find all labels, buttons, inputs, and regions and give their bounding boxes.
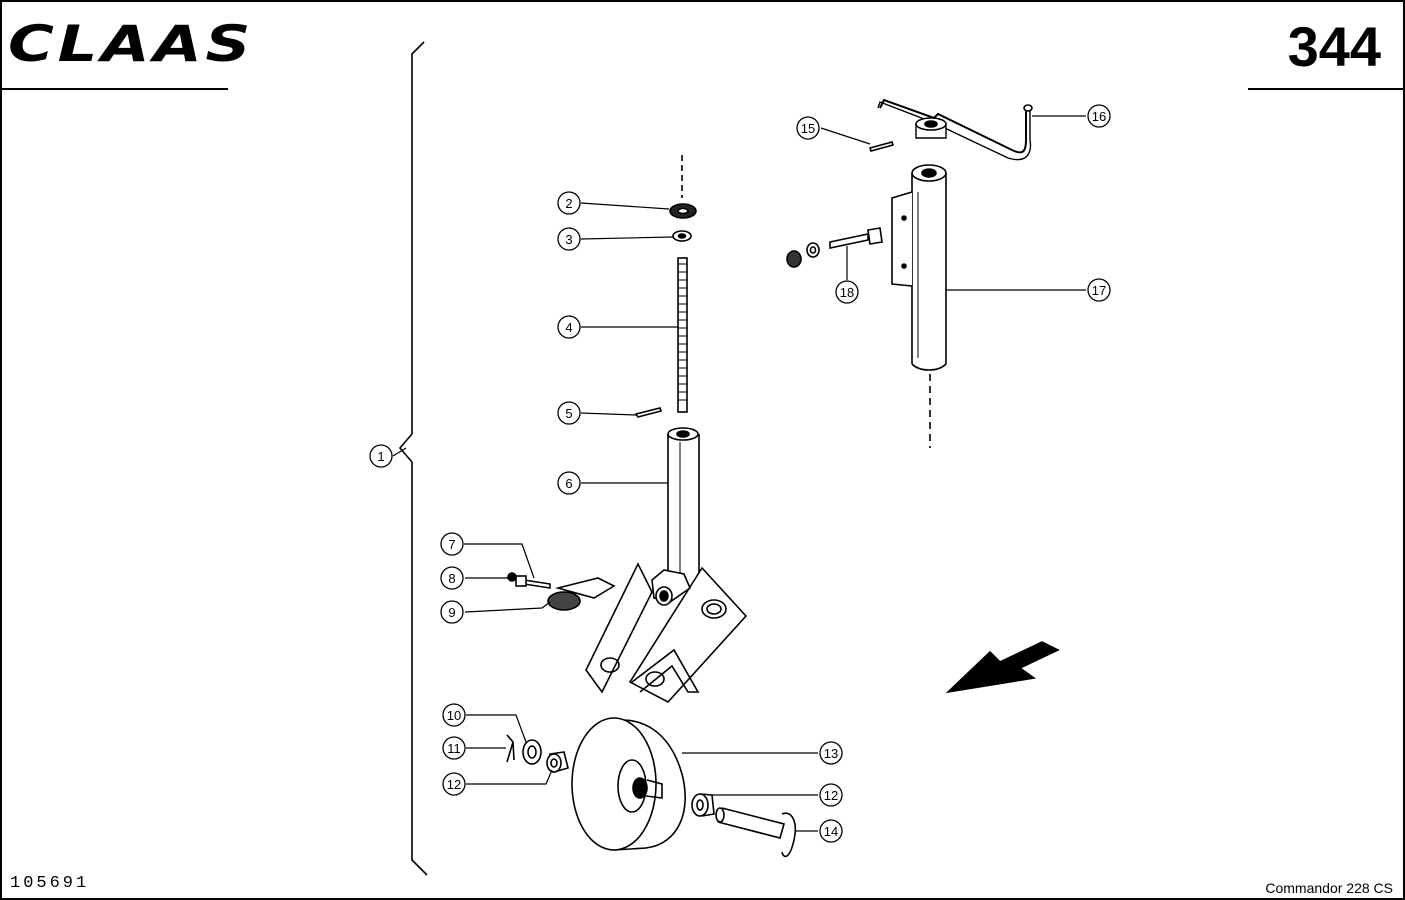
callout: 1 <box>369 444 393 468</box>
diagram-reference-number: 105691 <box>10 874 90 893</box>
callout-number: 16 <box>1092 109 1106 124</box>
header-rule-right <box>1248 88 1403 90</box>
part-fork-bracket <box>585 562 748 703</box>
callout: 4 <box>557 315 581 339</box>
brand-logo: CLAAS <box>8 15 255 73</box>
callout-number: 15 <box>801 121 815 136</box>
part-small-pin <box>868 141 895 152</box>
part-bushing-left <box>546 751 569 774</box>
callout-number: 12 <box>824 788 838 803</box>
page-number: 344 <box>1287 15 1381 78</box>
callout: 5 <box>557 401 581 425</box>
part-spindle <box>677 257 688 413</box>
callout: 6 <box>557 471 581 495</box>
assembly-bracket <box>398 41 428 876</box>
part-wheel <box>571 717 686 851</box>
part-nut <box>669 203 697 219</box>
model-label: Commandor 228 CS <box>1265 880 1393 896</box>
part-small-nut <box>507 572 517 582</box>
callout-number: 2 <box>565 196 572 211</box>
callout: 10 <box>442 703 466 727</box>
callout-number: 14 <box>824 824 838 839</box>
callout-number: 13 <box>824 746 838 761</box>
callout: 15 <box>796 116 820 140</box>
callouts: 1 2 3 4 5 6 7 8 9 10 11 12 12 13 14 15 1… <box>369 104 1111 843</box>
callout: 7 <box>440 532 464 556</box>
part-bolt-assembly <box>786 227 883 268</box>
callout-number: 5 <box>565 406 572 421</box>
callout-number: 6 <box>565 476 572 491</box>
part-washer <box>672 230 692 242</box>
callout-number: 8 <box>448 571 455 586</box>
callout: 3 <box>557 227 581 251</box>
header-rule-left <box>2 88 228 90</box>
part-cotter-pin <box>506 734 515 763</box>
callout-number: 7 <box>448 537 455 552</box>
callout-number: 4 <box>565 320 572 335</box>
callout: 9 <box>440 600 464 624</box>
part-pin <box>634 407 663 418</box>
callout: 14 <box>819 819 843 843</box>
callout: 2 <box>557 191 581 215</box>
callout-number: 18 <box>840 285 854 300</box>
part-bushing-right <box>691 793 715 817</box>
leader-lines <box>392 115 1086 832</box>
callout-number: 17 <box>1092 283 1106 298</box>
callout: 11 <box>442 736 466 760</box>
part-lever <box>547 577 616 611</box>
part-outer-tube <box>891 164 947 371</box>
callout: 13 <box>819 741 843 765</box>
callout: 12 <box>442 772 466 796</box>
part-wheel-washer <box>522 739 542 765</box>
callout-number: 10 <box>447 708 461 723</box>
callout-number: 1 <box>377 449 384 464</box>
part-tube <box>667 427 700 580</box>
callout-number: 11 <box>447 741 461 756</box>
direction-arrow <box>945 641 1060 694</box>
callout-number: 9 <box>448 605 455 620</box>
callout: 16 <box>1087 104 1111 128</box>
part-bolt <box>515 575 551 589</box>
part-axle-pin <box>715 807 797 858</box>
callout: 8 <box>440 566 464 590</box>
callout: 18 <box>835 280 859 304</box>
callout: 17 <box>1087 278 1111 302</box>
callout: 12 <box>819 783 843 807</box>
part-crank-handle <box>877 98 1033 161</box>
callout-number: 3 <box>565 232 572 247</box>
callout-number: 12 <box>447 777 461 792</box>
